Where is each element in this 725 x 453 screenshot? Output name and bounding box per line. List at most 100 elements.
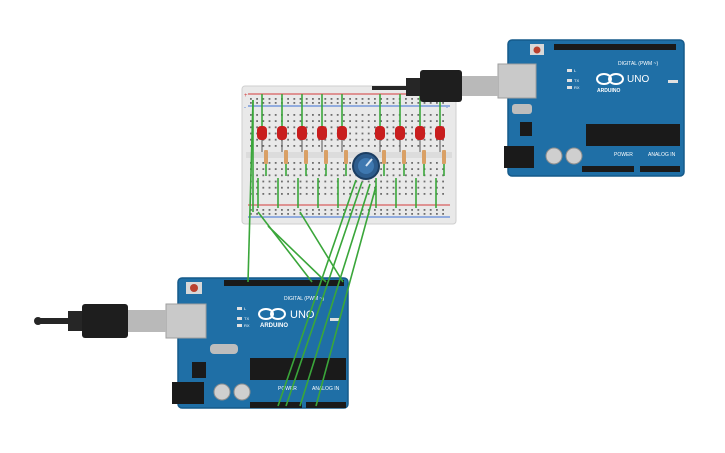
- breadboard-hole: [312, 102, 314, 104]
- red-led: [395, 126, 405, 140]
- breadboard-hole: [293, 114, 296, 116]
- arduino-uno-top[interactable]: DIGITAL (PWM ~) UNO ARDUINO L TX RX POWE…: [497, 39, 685, 177]
- breadboard-hole: [299, 174, 302, 177]
- power-jack: [504, 146, 534, 168]
- potentiometer-indicator: [365, 158, 373, 167]
- breadboard-hole: [436, 114, 438, 116]
- breadboard-hole: [392, 180, 395, 183]
- breadboard-hole: [293, 132, 296, 135]
- breadboard-hole: [250, 209, 252, 211]
- model-label: UNO: [627, 74, 649, 85]
- breadboard-hole: [336, 209, 339, 211]
- breadboard-hole: [324, 213, 327, 215]
- breadboard-hole: [256, 126, 258, 129]
- breadboard-hole: [405, 102, 407, 104]
- breadboard-hole: [262, 102, 265, 104]
- digital-header[interactable]: [554, 44, 676, 50]
- capacitor: [565, 147, 583, 165]
- breadboard-hole: [299, 114, 302, 116]
- breadboard-hole: [429, 209, 432, 211]
- breadboard-hole: [299, 193, 302, 195]
- breadboard-hole: [380, 162, 382, 164]
- breadboard-hole: [442, 102, 444, 104]
- power-header[interactable]: [250, 402, 302, 408]
- breadboard-hole: [318, 168, 320, 170]
- breadboard-hole: [380, 209, 382, 211]
- breadboard-hole: [436, 162, 438, 164]
- breadboard-hole: [312, 98, 314, 100]
- rail-minus-label: -: [244, 105, 246, 111]
- breadboard-hole: [312, 168, 314, 170]
- breadboard-hole: [386, 98, 389, 100]
- breadboard-hole: [429, 174, 432, 177]
- digital-header[interactable]: [224, 280, 344, 286]
- breadboard-hole: [367, 102, 370, 104]
- rx-led: [237, 324, 242, 327]
- breadboard-hole: [349, 120, 351, 122]
- breadboard-hole: [355, 145, 358, 147]
- breadboard-hole: [429, 162, 432, 164]
- breadboard-hole: [281, 174, 283, 177]
- breadboard-hole: [324, 186, 327, 189]
- reset-button-icon[interactable]: [190, 284, 198, 292]
- breadboard-hole: [268, 138, 271, 141]
- breadboard-hole: [405, 98, 407, 100]
- breadboard-hole: [429, 180, 432, 183]
- potentiometer[interactable]: [352, 152, 380, 180]
- breadboard-hole: [274, 186, 277, 189]
- breadboard-hole: [256, 193, 258, 195]
- breadboard-hole: [250, 132, 252, 135]
- breadboard-hole: [281, 162, 283, 164]
- breadboard-hole: [330, 186, 333, 189]
- breadboard-hole: [411, 174, 413, 177]
- breadboard-hole: [287, 186, 289, 189]
- breadboard-hole: [274, 213, 277, 215]
- analog-label: ANALOG IN: [312, 386, 340, 392]
- breadboard-hole: [398, 174, 401, 177]
- breadboard-hole: [392, 213, 395, 215]
- reset-button-icon[interactable]: [533, 46, 541, 54]
- crystal: [210, 344, 238, 354]
- power-header[interactable]: [582, 166, 634, 172]
- wire: [257, 211, 313, 283]
- led-group[interactable]: [257, 94, 446, 208]
- usb-cable-icon[interactable]: [34, 304, 166, 338]
- breadboard-hole: [386, 209, 389, 211]
- breadboard-hole: [305, 180, 308, 183]
- breadboard-hole: [318, 193, 320, 195]
- breadboard-hole: [417, 213, 420, 215]
- breadboard-hole: [411, 98, 413, 100]
- breadboard-hole: [349, 138, 351, 141]
- wire-group[interactable]: [247, 99, 377, 407]
- breadboard-hole: [312, 193, 314, 195]
- breadboard-hole: [411, 114, 413, 116]
- infinity-logo-icon: [258, 308, 286, 320]
- breadboard-hole: [392, 102, 395, 104]
- breadboard-hole: [293, 162, 296, 164]
- breadboard-hole: [256, 145, 258, 147]
- breadboard-hole: [361, 114, 364, 116]
- breadboard-hole: [392, 120, 395, 122]
- usb-cable-icon[interactable]: [372, 70, 498, 102]
- breadboard-hole: [411, 168, 413, 170]
- breadboard-hole: [367, 193, 370, 195]
- breadboard-hole: [256, 180, 258, 183]
- breadboard-hole: [262, 213, 265, 215]
- analog-header[interactable]: [306, 402, 346, 408]
- breadboard-hole: [398, 209, 401, 211]
- breadboard-hole: [287, 180, 289, 183]
- breadboard-hole: [281, 209, 283, 211]
- breadboard-hole: [250, 145, 252, 147]
- breadboard-hole: [287, 138, 289, 141]
- voltage-regulator: [192, 362, 206, 378]
- breadboard-hole: [411, 186, 413, 189]
- breadboard-hole: [299, 98, 302, 100]
- breadboard-hole: [374, 132, 376, 135]
- breadboard-hole: [324, 209, 327, 211]
- breadboard-hole: [349, 145, 351, 147]
- red-led: [297, 126, 307, 140]
- breadboard-hole: [293, 209, 296, 211]
- analog-header[interactable]: [640, 166, 680, 172]
- rail-plus-label: +: [244, 93, 248, 99]
